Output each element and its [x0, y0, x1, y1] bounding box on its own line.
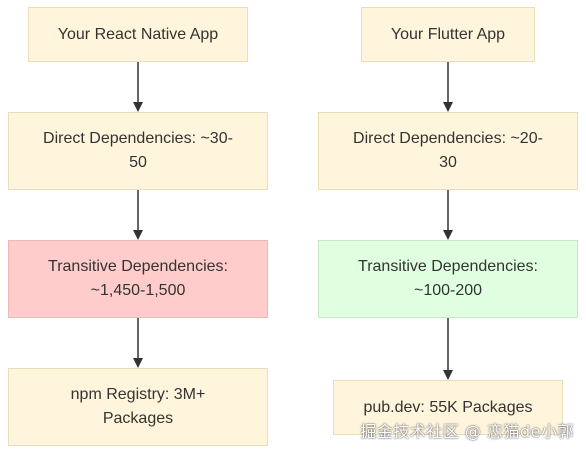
node-rn-transitive-dependencies-label: Transitive Dependencies: ~1,450-1,500	[48, 258, 228, 299]
node-rn-direct-dependencies: Direct Dependencies: ~30-50	[8, 112, 268, 190]
node-pub-dev-label: pub.dev: 55K Packages	[363, 398, 533, 416]
node-npm-registry: npm Registry: 3M+ Packages	[8, 368, 268, 446]
node-flutter-app: Your Flutter App	[361, 7, 535, 62]
node-flutter-direct-dependencies-label: Direct Dependencies: ~20-30	[353, 130, 543, 171]
node-react-native-app: Your React Native App	[28, 7, 248, 62]
node-flutter-app-label: Your Flutter App	[390, 25, 506, 43]
node-npm-registry-label: npm Registry: 3M+ Packages	[70, 386, 206, 427]
watermark: 掘金技术社区 @ 恋猫de小郭	[360, 422, 574, 441]
node-flutter-transitive-dependencies-label: Transitive Dependencies: ~100-200	[358, 258, 538, 299]
node-flutter-transitive-dependencies: Transitive Dependencies: ~100-200	[318, 240, 578, 318]
node-flutter-direct-dependencies: Direct Dependencies: ~20-30	[318, 112, 578, 190]
node-react-native-app-label: Your React Native App	[57, 25, 219, 43]
node-rn-transitive-dependencies: Transitive Dependencies: ~1,450-1,500	[8, 240, 268, 318]
node-rn-direct-dependencies-label: Direct Dependencies: ~30-50	[43, 130, 233, 171]
node-pub-dev: pub.dev: 55K Packages	[333, 380, 563, 435]
